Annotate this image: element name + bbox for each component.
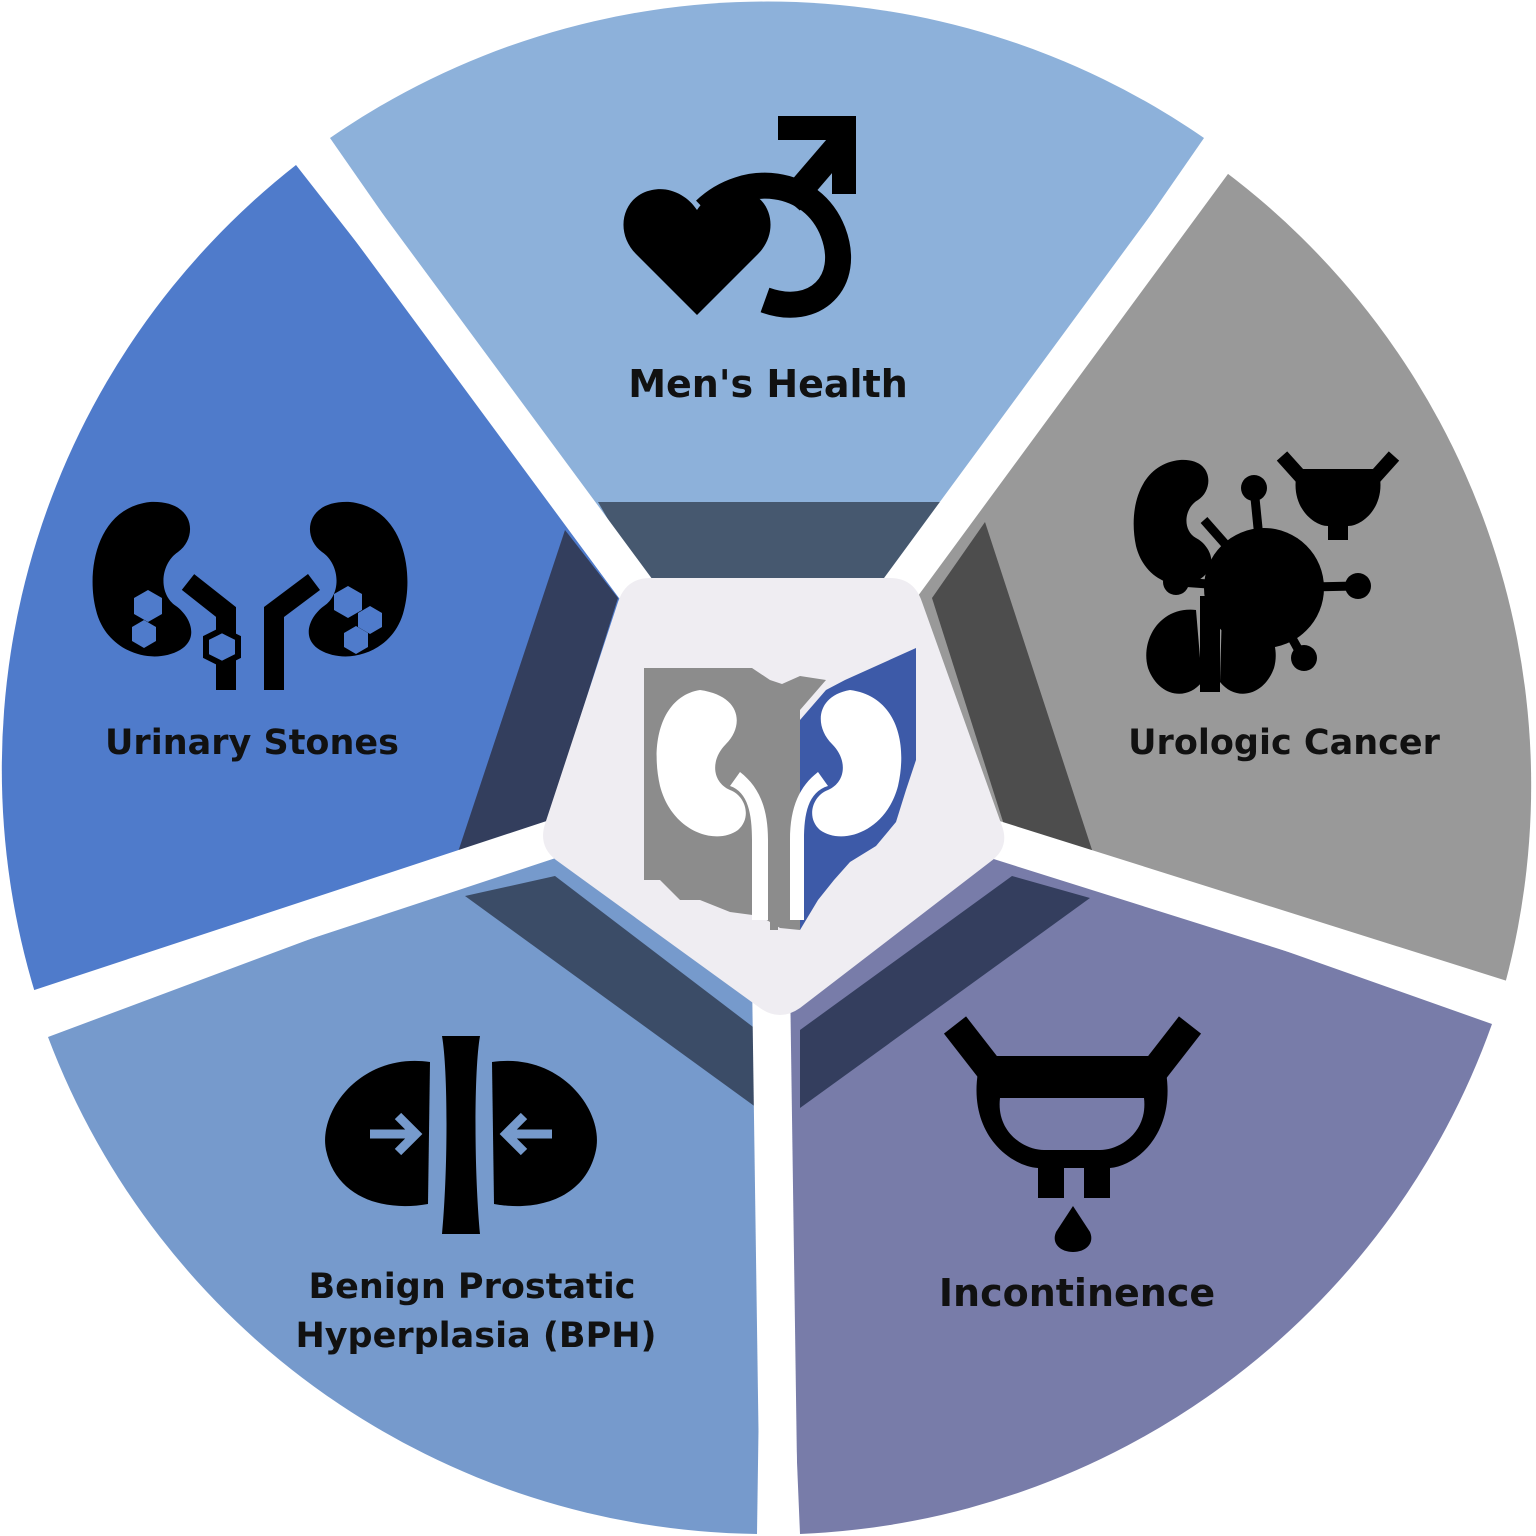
inner-ring-urologic-cancer — [932, 522, 1094, 856]
inner-ring-urinary-stones — [456, 530, 618, 858]
label-mens-health: Men's Health — [628, 362, 908, 406]
prostate-compress-icon — [325, 1036, 597, 1234]
label-urologic-cancer: Urologic Cancer — [1128, 723, 1440, 763]
inner-ring-mens-health — [598, 502, 945, 578]
cancer-organs-icon — [1133, 451, 1400, 694]
inner-ring-bph — [465, 876, 757, 1108]
kidney-stones-icon — [92, 501, 408, 690]
label-incontinence: Incontinence — [939, 1271, 1215, 1315]
bladder-drop-icon — [943, 1016, 1202, 1252]
label-urinary-stones: Urinary Stones — [105, 723, 399, 763]
label-bph-line-1: Benign Prostatic — [308, 1267, 635, 1307]
ohio-kidney-logo-icon — [644, 648, 916, 930]
label-bph-line-2: Hyperplasia (BPH) — [295, 1316, 656, 1356]
segment-mens-health[interactable] — [330, 1, 1204, 769]
male-heart-icon — [623, 116, 856, 318]
inner-ring-incontinence — [800, 876, 1090, 1108]
